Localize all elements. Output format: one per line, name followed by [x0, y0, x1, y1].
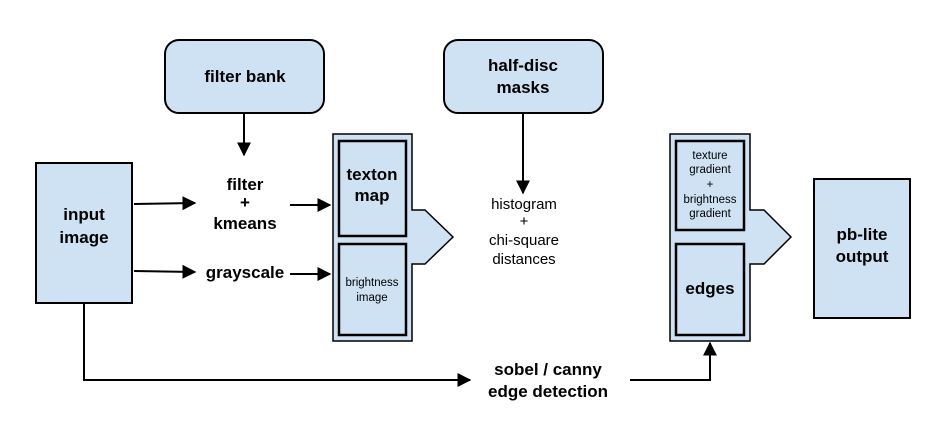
svg-text:gradient: gradient — [689, 164, 731, 176]
brightness-image-label: brightness — [345, 277, 398, 289]
half-disc-masks-node: half-disc masks — [443, 39, 604, 114]
sobel-canny-label: sobel / canny edge detection — [488, 360, 608, 401]
svg-text:output: output — [836, 247, 889, 266]
svg-text:filter: filter — [227, 175, 264, 194]
svg-text:masks: masks — [497, 78, 550, 97]
texton-map-label: texton — [347, 165, 398, 184]
svg-text:filter bank: filter bank — [204, 67, 286, 86]
texton-brightness-group: texton map brightness image — [332, 133, 455, 342]
histogram-label: histogram + chi-square distances — [489, 196, 559, 268]
svg-text:pb-lite: pb-lite — [837, 225, 888, 244]
svg-text:half-disc: half-disc — [488, 56, 558, 75]
svg-text:sobel / canny: sobel / canny — [494, 360, 602, 379]
svg-text:+: + — [520, 213, 529, 230]
svg-text:gradient: gradient — [689, 208, 731, 220]
svg-text:kmeans: kmeans — [213, 214, 276, 233]
filter-kmeans-label: filter + kmeans — [213, 175, 276, 233]
svg-text:input: input — [63, 205, 105, 224]
brightness-image-label-2: image — [356, 292, 387, 304]
gradient-edges-group: texture gradient + brightness gradient e… — [669, 133, 793, 342]
arrow-input-to-filter — [133, 196, 197, 211]
brightness-gradient-label: brightness — [683, 194, 736, 206]
svg-text:histogram: histogram — [491, 196, 557, 213]
arrow-input-to-grayscale — [133, 264, 197, 279]
arrow-sobel-to-edges — [630, 341, 717, 381]
grayscale-label: grayscale — [206, 263, 284, 282]
edges-label: edges — [685, 279, 734, 298]
svg-text:+: + — [240, 193, 250, 212]
filter-bank-node: filter bank — [164, 39, 325, 114]
pb-lite-output-node: pb-lite output — [813, 178, 911, 319]
input-image-node: input image — [35, 162, 133, 304]
texture-gradient-label: texture — [692, 150, 727, 162]
svg-text:image: image — [59, 228, 108, 247]
svg-text:+: + — [707, 179, 714, 191]
texton-map-label-2: map — [355, 186, 390, 205]
svg-text:edge detection: edge detection — [488, 382, 608, 401]
svg-text:chi-square: chi-square — [489, 232, 559, 249]
svg-text:distances: distances — [492, 251, 555, 268]
arrow-input-to-sobel — [83, 303, 472, 387]
